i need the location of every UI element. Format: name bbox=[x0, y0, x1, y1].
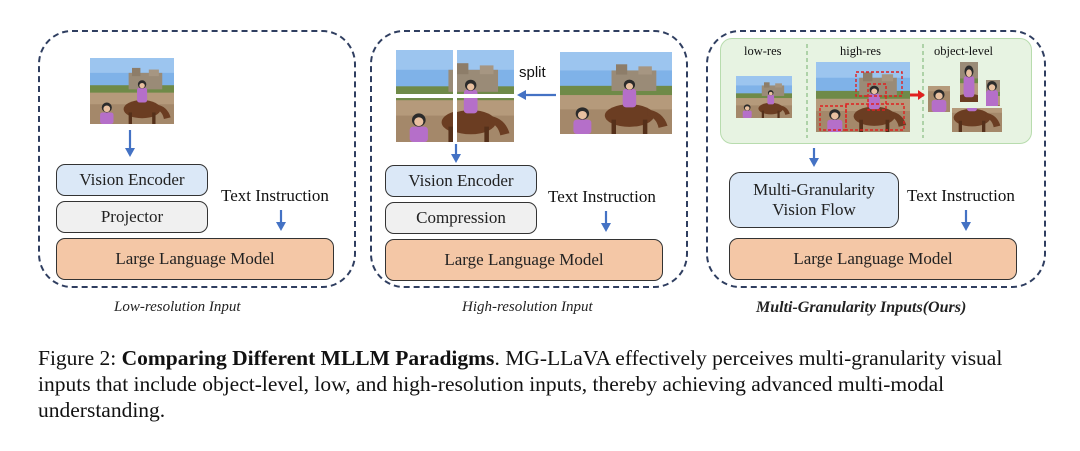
caption-prefix: Figure 2: bbox=[38, 346, 122, 370]
down-arrow-icon bbox=[125, 130, 135, 157]
figure-caption: Figure 2: Comparing Different MLLM Parad… bbox=[38, 345, 1048, 423]
down-arrow-icon bbox=[961, 210, 971, 231]
input-image-high-res bbox=[560, 52, 672, 134]
compression-box: Compression bbox=[385, 202, 537, 234]
panel-low-resolution bbox=[38, 30, 356, 288]
large-language-model-box: Large Language Model bbox=[385, 239, 663, 281]
object-crop-horse bbox=[952, 108, 1002, 132]
panel-title: Low-resolution Input bbox=[114, 299, 241, 315]
region-separator bbox=[922, 44, 924, 138]
text-instruction-label: Text Instruction bbox=[221, 186, 329, 205]
projector-box: Projector bbox=[56, 201, 208, 233]
low-res-label: low-res bbox=[744, 44, 782, 58]
down-arrow-icon bbox=[451, 144, 461, 163]
text-instruction-label: Text Instruction bbox=[548, 187, 656, 206]
large-language-model-box: Large Language Model bbox=[729, 238, 1017, 280]
object-bounding-boxes bbox=[819, 71, 905, 131]
region-separator bbox=[806, 44, 808, 138]
vision-encoder-box: Vision Encoder bbox=[56, 164, 208, 196]
split-label: split bbox=[519, 64, 546, 81]
caption-text: . MG-LLaVA effectively perceives multi-g… bbox=[38, 346, 1003, 422]
right-arrow-icon bbox=[910, 90, 925, 100]
split-image-tile-bottom-left bbox=[396, 98, 453, 142]
input-image-low-res bbox=[90, 58, 174, 124]
object-crop-person bbox=[986, 80, 1000, 106]
caption-bold-title: Comparing Different MLLM Paradigms bbox=[121, 346, 495, 370]
down-arrow-icon bbox=[809, 148, 819, 167]
flow-line-1: Multi-Granularity bbox=[753, 180, 875, 200]
panel-high-resolution bbox=[370, 30, 688, 288]
down-arrow-icon bbox=[601, 211, 611, 232]
low-res-image bbox=[736, 76, 792, 118]
object-level-label: object-level bbox=[934, 44, 993, 58]
panel-title: High-resolution Input bbox=[462, 299, 593, 315]
split-image-tile-top-right bbox=[457, 50, 514, 94]
large-language-model-box: Large Language Model bbox=[56, 238, 334, 280]
split-image-tile-bottom-right bbox=[457, 98, 514, 142]
multi-granularity-vision-flow-box: Multi-Granularity Vision Flow bbox=[729, 172, 899, 228]
object-crop-child bbox=[928, 86, 950, 112]
panel-multi-granularity bbox=[706, 30, 1046, 288]
vision-encoder-box: Vision Encoder bbox=[385, 165, 537, 197]
down-arrow-icon bbox=[276, 210, 286, 231]
text-instruction-label: Text Instruction bbox=[907, 186, 1015, 205]
high-res-label: high-res bbox=[840, 44, 881, 58]
split-image-tile-top-left bbox=[396, 50, 453, 94]
object-crop-rider bbox=[960, 62, 978, 102]
flow-line-2: Vision Flow bbox=[772, 200, 856, 219]
panel-title: Multi-Granularity Inputs(Ours) bbox=[756, 299, 967, 316]
left-arrow-icon bbox=[517, 90, 556, 100]
